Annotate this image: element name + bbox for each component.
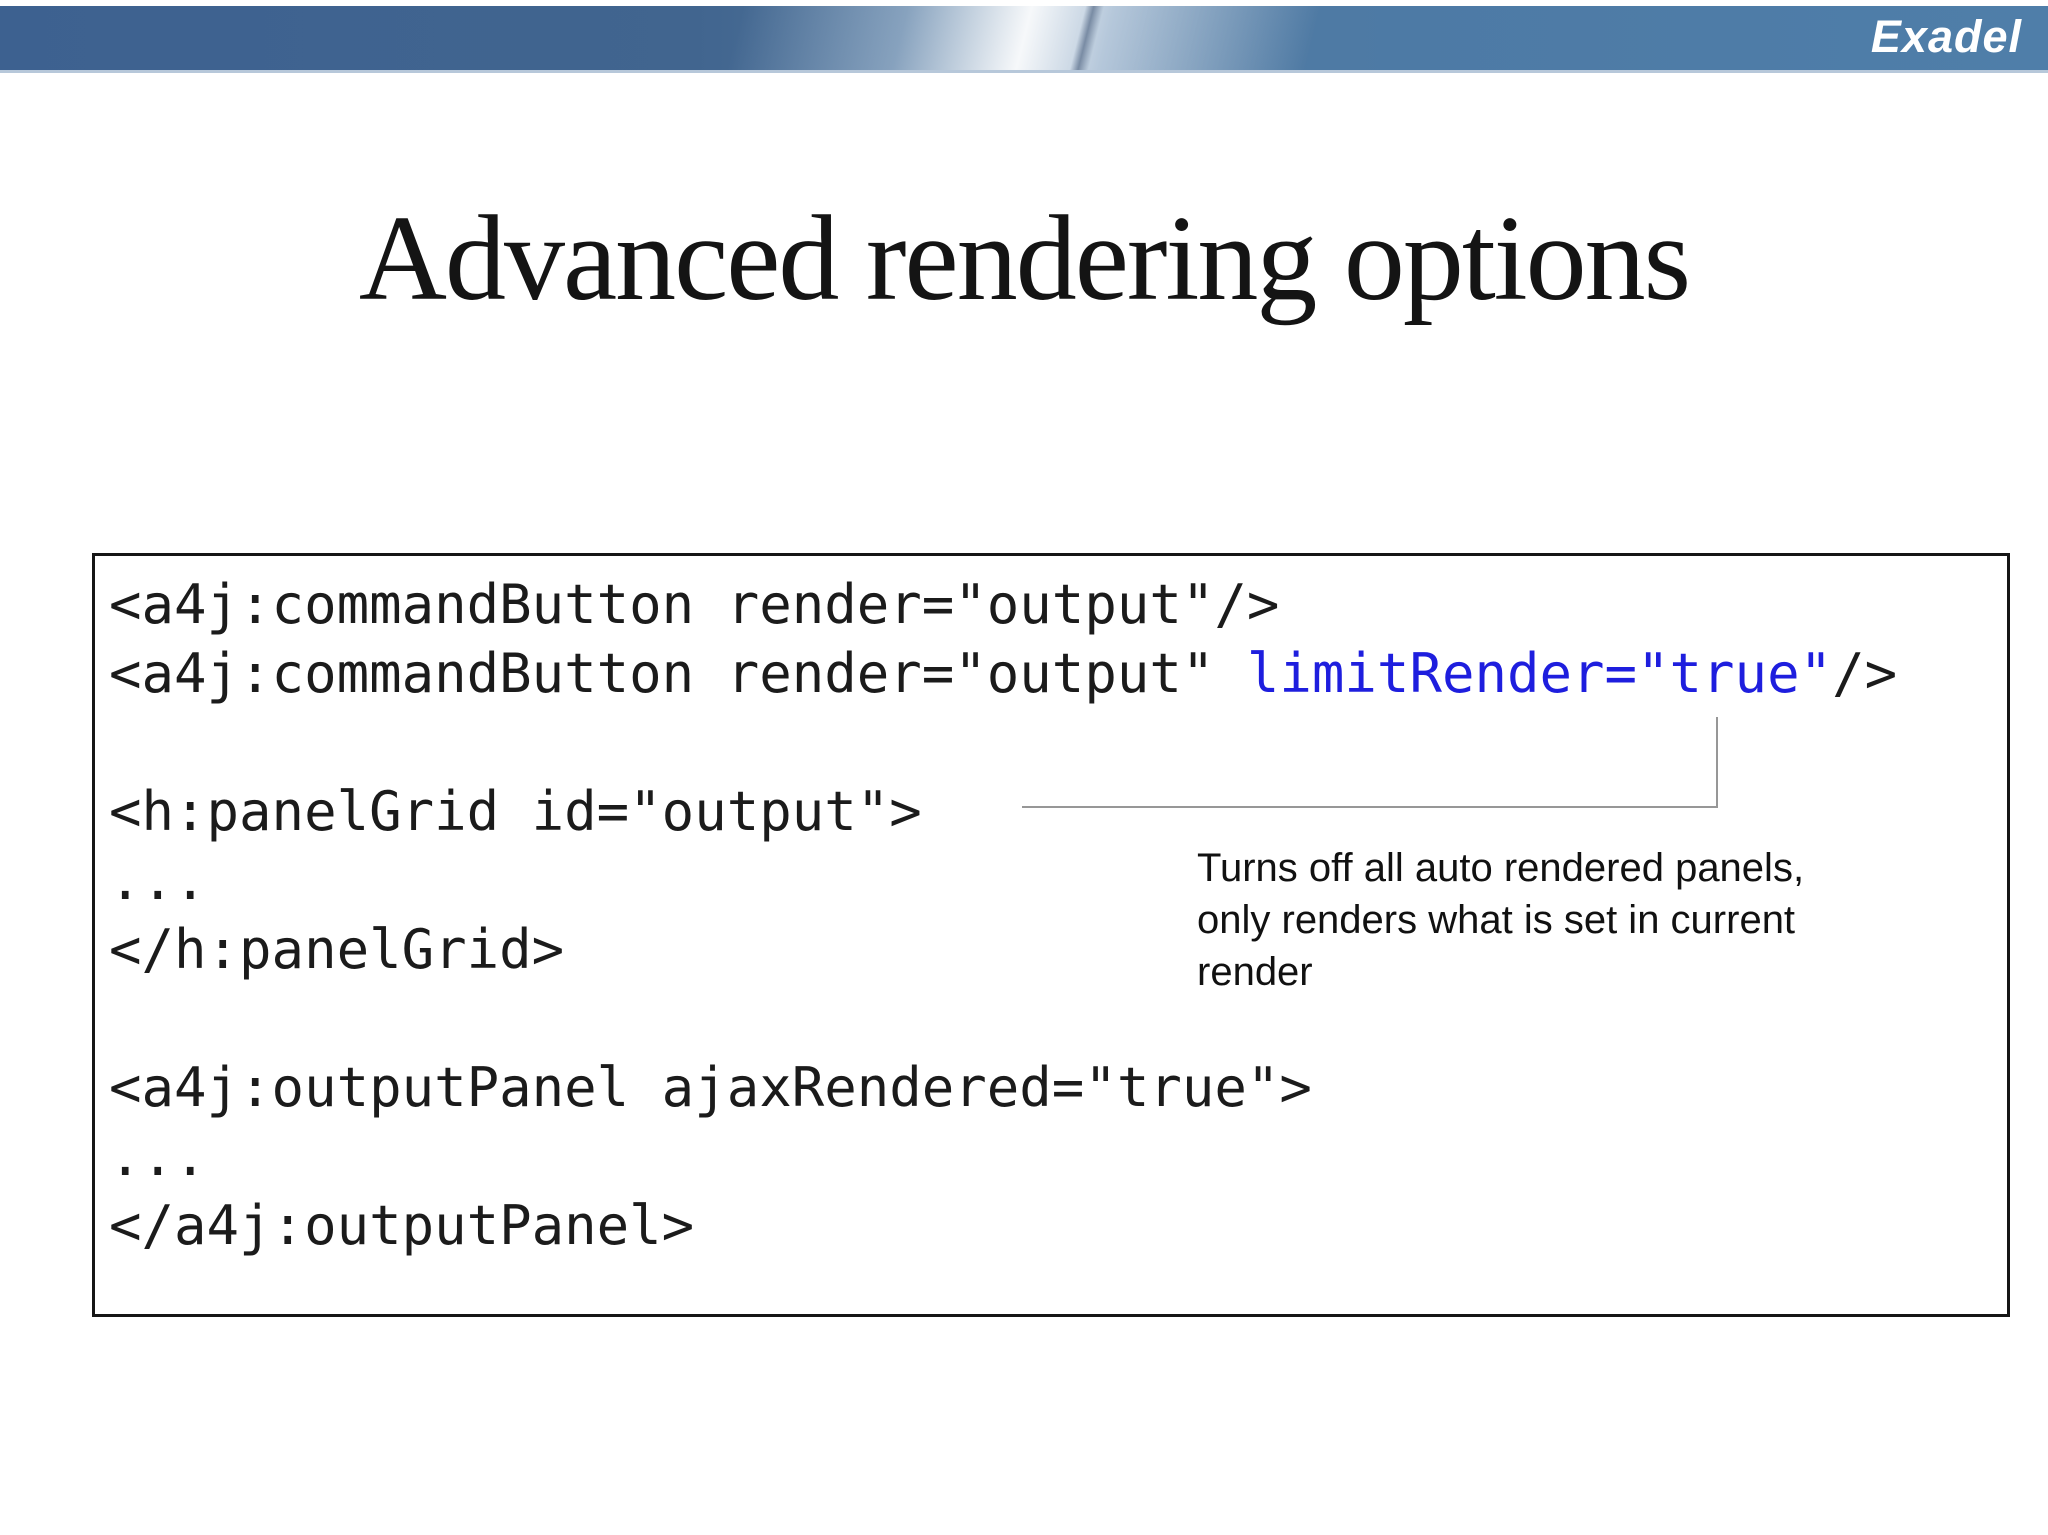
callout-line: Turns off all auto rendered panels, [1197,846,1805,890]
code-panel: <a4j:commandButton render="output"/> <a4… [92,553,2010,1317]
callout-line: only renders what is set in current [1197,898,1796,942]
callout-text: Turns off all auto rendered panels, only… [1197,842,1987,998]
code-text: <h:panelGrid id="output"> [109,780,922,843]
code-text: </a4j:outputPanel> [109,1194,695,1257]
exadel-logo: Exadel [1870,11,2022,62]
code-text: /> [1832,642,1898,705]
page-title: Advanced rendering options [358,191,1691,326]
code-line: </h:panelGrid> [109,915,2007,984]
code-text: <a4j:commandButton render="output"/> [109,573,1280,636]
connector-vertical-line [1716,717,1718,808]
code-line: <a4j:commandButton render="output"/> [109,570,2007,639]
code-text: ... [109,1125,207,1188]
code-blank-line [109,708,2007,777]
code-line: </a4j:outputPanel> [109,1191,2007,1260]
limitrender-highlight: limitRender="true" [1246,642,1833,705]
code-text: <a4j:outputPanel ajaxRendered="true"> [109,1056,1312,1119]
code-line: <a4j:outputPanel ajaxRendered="true"> [109,1053,2007,1122]
slide-header-bar: Exadel [0,6,2048,73]
code-line: ... [109,1122,2007,1191]
code-text: ... [109,849,207,912]
code-line: ... [109,846,2007,915]
callout-line: render [1197,950,1313,994]
code-text: </h:panelGrid> [109,918,565,981]
code-line: <a4j:commandButton render="output" limit… [109,639,2007,708]
connector-horizontal-line [1022,806,1718,808]
code-line: <h:panelGrid id="output"> [109,777,2007,846]
code-text: <a4j:commandButton render="output" [109,642,1247,705]
